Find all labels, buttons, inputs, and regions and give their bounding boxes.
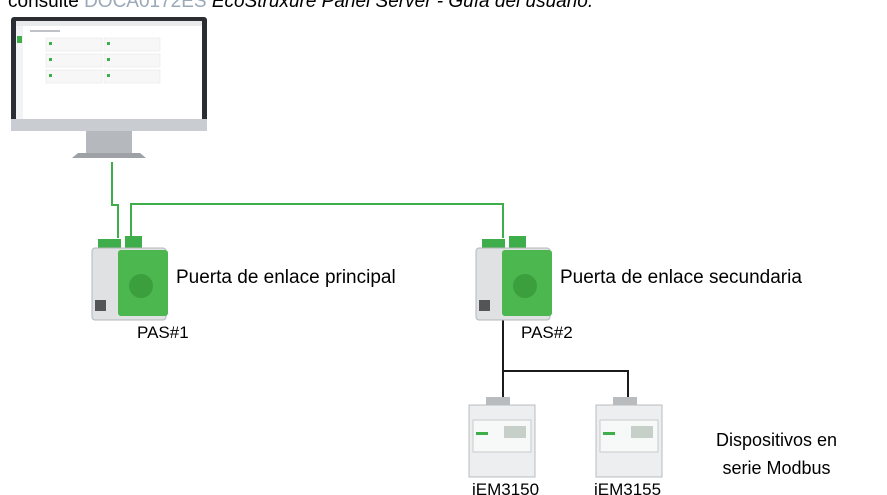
guide-title: EcoStruxure Panel Server - Guía del usua… xyxy=(211,0,594,12)
intro-prefix: consulte xyxy=(8,0,79,12)
intro-sentence: consulte DOCA0172ES EcoStruxure Panel Se… xyxy=(8,0,593,13)
doc-reference-link[interactable]: DOCA0172ES xyxy=(84,0,207,12)
modbus-devices-line2: serie Modbus xyxy=(722,458,831,478)
meter-iem3150-icon xyxy=(468,397,536,478)
pas1-label: PAS#1 xyxy=(137,323,189,342)
ethernet-links xyxy=(111,162,504,238)
meter-iem3155-icon xyxy=(595,397,663,478)
gateway-pas2-icon xyxy=(475,236,552,321)
modbus-serial-bus xyxy=(503,370,629,397)
modbus-links xyxy=(502,318,629,397)
pc-to-pas1-link xyxy=(111,162,119,238)
iem3150-label: iEM3150 xyxy=(472,480,540,495)
gateway-pas1-icon xyxy=(91,236,168,321)
secondary-gateway-label: Puerta de enlace secundaria xyxy=(560,267,802,288)
modbus-devices-label: Dispositivos en serie Modbus xyxy=(716,426,837,482)
pas2-label: PAS#2 xyxy=(521,323,573,342)
monitor-icon xyxy=(11,17,207,158)
pas1-to-pas2-link xyxy=(130,203,504,238)
primary-gateway-label: Puerta de enlace principal xyxy=(176,267,396,288)
iem3155-label: iEM3155 xyxy=(594,480,662,495)
modbus-devices-line1: Dispositivos en xyxy=(716,430,838,450)
